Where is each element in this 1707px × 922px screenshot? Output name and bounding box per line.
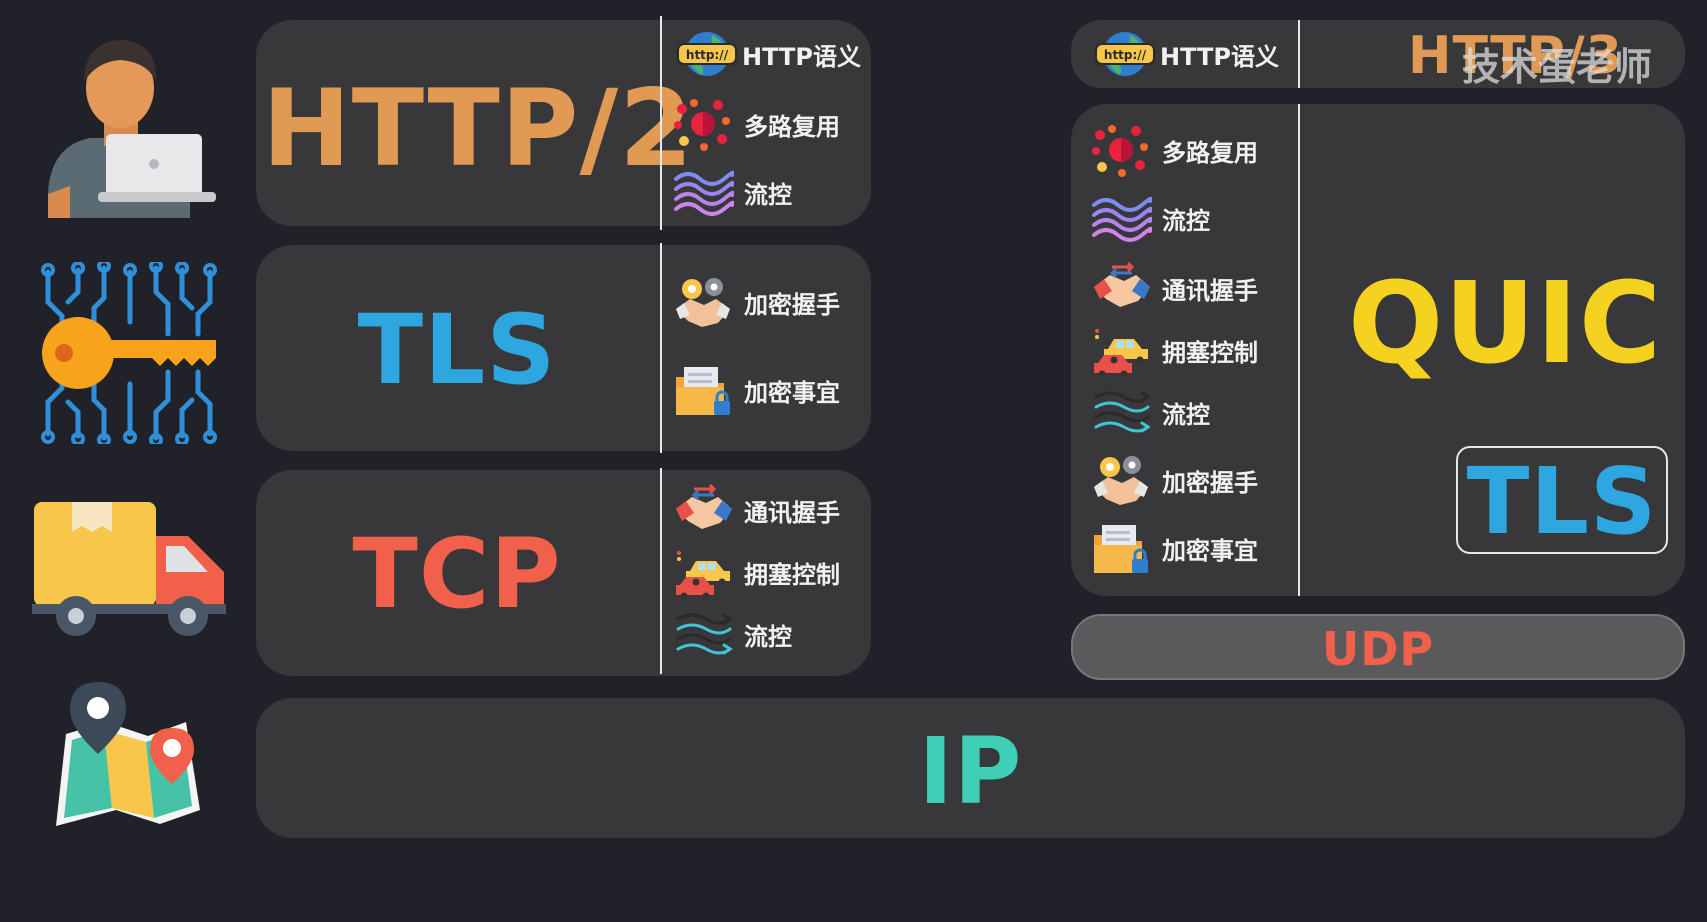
flow-arrows-icon [676,613,732,655]
multiplex-dots-icon [1092,125,1148,177]
tls-feature-encrypted-handshake: 加密握手 [672,274,840,330]
traffic-cars-icon [676,549,730,599]
tls-feature-encryption-matters: 加密事宜 [672,362,840,418]
tcp-layer [256,470,871,676]
flow-arrows-icon [1094,391,1150,433]
key-circuit-icon [41,262,217,444]
handshake-gear-icon [1094,456,1148,505]
quic-feature-encrypted-handshake: 加密握手 [1090,452,1258,508]
delivery-truck-icon [32,502,226,636]
tcp-title: TCP [352,518,562,630]
quic-divider [1298,104,1300,596]
feature-label: HTTP语义 [1160,42,1279,71]
tcp-divider [660,468,662,674]
feature-label: 通讯握手 [1162,276,1258,305]
feature-label: 流控 [1162,206,1210,235]
ip-layer [256,698,1685,838]
http2-feature-multiplexing: 多路复用 [672,96,840,152]
http2-feature-flow-control: 流控 [672,164,792,220]
feature-label: 多路复用 [1162,138,1258,167]
feature-label: 通讯握手 [744,498,840,527]
feature-label: 加密事宜 [1162,536,1258,565]
http2-feature-http-semantics: HTTP语义 [676,26,861,82]
tcp-feature-flow-control: 流控 [672,606,792,662]
multiplex-dots-icon [674,99,730,151]
tcp-feature-congestion-control: 拥塞控制 [672,544,840,600]
handshake-arrows-icon [1092,261,1152,309]
udp-layer [1071,614,1685,680]
locked-folder-icon [1092,523,1150,575]
quic-feature-handshake: 通讯握手 [1090,260,1258,316]
quic-title: QUIC [1347,259,1663,389]
feature-label: 流控 [744,622,792,651]
watermark: 技术蛋老师 [1462,45,1653,89]
http-globe-icon [1095,31,1155,77]
quic-feature-encryption-matters: 加密事宜 [1090,520,1258,576]
map-pin-icon [56,682,200,826]
tcp-feature-handshake: 通讯握手 [672,482,840,538]
tls-title: TLS [357,294,557,406]
feature-label: HTTP语义 [742,42,861,71]
quic-layer [1071,104,1685,596]
user-laptop-icon [48,40,216,218]
feature-label: 拥塞控制 [1162,338,1258,367]
quic-feature-congestion-control: 拥塞控制 [1090,322,1258,378]
quic-feature-flow-control: 流控 [1090,190,1210,246]
tls-divider [660,243,662,453]
feature-label: 流控 [1162,400,1210,429]
feature-label: 加密握手 [744,290,840,319]
http3-header-bar [1071,20,1685,88]
feature-label: 加密握手 [1162,468,1258,497]
quic-feature-flow-control-2: 流控 [1090,384,1210,440]
http3-title: HTTP/3 [1408,26,1623,86]
quic-feature-multiplexing: 多路复用 [1090,122,1258,178]
handshake-gear-icon [676,278,730,327]
quic-tls-label: TLS [1466,448,1658,555]
wave-flow-icon [674,170,734,216]
feature-label: 加密事宜 [744,378,840,407]
feature-label: 多路复用 [744,112,840,141]
handshake-arrows-icon [674,483,734,531]
traffic-cars-icon [1094,327,1148,377]
feature-label: 拥塞控制 [744,560,840,589]
feature-label: 流控 [744,180,792,209]
http-globe-icon [677,31,737,77]
quic-tls-box [1456,446,1668,554]
udp-title: UDP [1321,622,1435,676]
http2-layer [256,20,871,226]
http2-title: HTTP/2 [262,67,694,190]
http3-header-divider [1298,20,1300,88]
tls-layer [256,245,871,451]
wave-flow-icon [1092,196,1152,242]
http3-feature-http-semantics: HTTP语义 [1094,26,1279,82]
ip-title: IP [918,718,1023,825]
locked-folder-icon [674,365,732,417]
http2-divider [660,16,662,230]
